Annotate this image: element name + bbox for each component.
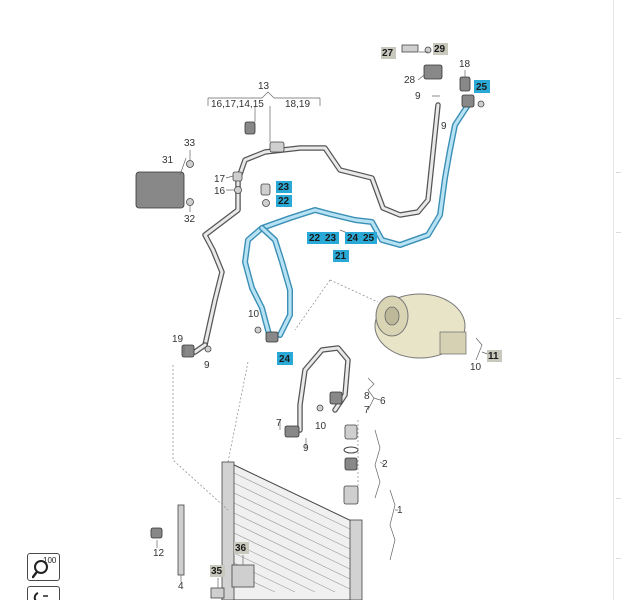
fitting-highlighted-top [461, 94, 475, 108]
clamp-part-28 [423, 64, 443, 80]
label-18: 18 [459, 59, 471, 70]
svg-text:11: 11 [488, 351, 499, 362]
cap-part-23 [260, 183, 271, 196]
label-32: 32 [184, 214, 196, 225]
label-31: 31 [162, 155, 174, 166]
svg-text:24: 24 [347, 233, 359, 244]
svg-text:22: 22 [278, 196, 290, 207]
service-valve-part [269, 141, 285, 153]
label-17: 17 [214, 174, 226, 185]
tag-27[interactable]: 27 [381, 47, 396, 59]
tag-21[interactable]: 21 [333, 250, 349, 262]
bolt-part-10-lower [316, 404, 324, 412]
label-8: 8 [364, 391, 370, 402]
bracket-part-31 [135, 171, 185, 209]
fitting-part-18 [459, 76, 471, 92]
zoom-level: 100 [43, 556, 57, 565]
tag-11[interactable]: 11 [487, 350, 502, 362]
rod-part-4 [177, 504, 185, 576]
tag-25-group[interactable]: 25 [361, 232, 377, 244]
bracket-part-36 [231, 564, 255, 588]
dryer-cap-part [344, 424, 358, 440]
label-13: 13 [258, 81, 270, 92]
label-28: 28 [404, 75, 416, 86]
label-16: 16 [214, 186, 226, 197]
cap-part-17 [232, 171, 243, 182]
label-6: 6 [380, 396, 386, 407]
label-10-middle: 10 [248, 309, 260, 320]
label-7-right: 7 [364, 405, 370, 416]
svg-text:24: 24 [279, 354, 291, 365]
label-4: 4 [178, 581, 184, 592]
bracket-part-27 [401, 44, 419, 53]
label-10-compressor: 10 [470, 362, 482, 373]
dryer-seal-part [343, 446, 359, 454]
zoom-fit-icon [33, 592, 48, 600]
nut-part-29 [424, 46, 432, 54]
zoom-100-button[interactable]: 100 [27, 553, 60, 581]
condenser-part-1[interactable] [221, 461, 363, 600]
valve-part-16 [234, 186, 242, 194]
label-2: 2 [382, 459, 388, 470]
leader-lines [156, 51, 491, 588]
dashed-guide-lines [172, 279, 379, 511]
tag-22-top[interactable]: 22 [276, 195, 292, 207]
label-1: 1 [397, 505, 403, 516]
fitting-part-8 [329, 391, 343, 405]
right-panel-edge [613, 0, 621, 600]
tag-35[interactable]: 35 [210, 565, 225, 577]
label-7-left: 7 [276, 418, 282, 429]
fitting-part-19 [181, 344, 195, 358]
svg-text:25: 25 [363, 233, 375, 244]
svg-text:22: 22 [309, 233, 321, 244]
tag-29[interactable]: 29 [433, 43, 448, 55]
svg-text:25: 25 [476, 82, 488, 93]
tag-23-top[interactable]: 23 [276, 181, 292, 193]
tag-22-group[interactable]: 22 [307, 232, 323, 244]
label-18-19-top: 18,19 [285, 99, 310, 110]
label-9-right: 9 [441, 121, 447, 132]
zoom-magnifier-icon [32, 560, 48, 579]
bolt-part-10-middle [254, 326, 262, 334]
tag-36[interactable]: 36 [234, 542, 249, 554]
svg-text:21: 21 [335, 251, 347, 262]
tag-24-lower[interactable]: 24 [277, 352, 293, 365]
label-9-top: 9 [415, 91, 421, 102]
label-19: 19 [172, 334, 184, 345]
svg-text:36: 36 [235, 543, 247, 554]
dryer-cartridge-part [344, 457, 358, 471]
svg-text:35: 35 [211, 566, 223, 577]
zoom-fit-button[interactable] [27, 586, 60, 600]
label-10-lower: 10 [315, 421, 327, 432]
compressor-part-11[interactable] [374, 293, 467, 359]
label-12: 12 [153, 548, 165, 559]
tag-24-group[interactable]: 24 [345, 232, 361, 244]
label-16-17-14-15: 16,17,14,15 [211, 99, 264, 110]
oring-part-25-top [477, 100, 485, 108]
svg-text:23: 23 [278, 182, 290, 193]
fitting-part-24 [265, 331, 279, 343]
bolt-part-9-left [204, 345, 212, 353]
cap-part-12 [150, 527, 163, 539]
valve-part-22 [262, 199, 270, 207]
svg-text:27: 27 [382, 48, 394, 59]
label-9-lower: 9 [303, 443, 309, 454]
svg-text:29: 29 [434, 44, 446, 55]
bolt-part-33 [186, 160, 194, 168]
pipe-highlighted-high-pressure[interactable] [242, 99, 473, 341]
fitting-part-7 [284, 425, 300, 438]
dryer-filter-part-2 [343, 485, 359, 505]
label-33: 33 [184, 138, 196, 149]
label-9-left: 9 [204, 360, 210, 371]
bolt-part-35 [210, 587, 225, 599]
svg-text:23: 23 [325, 233, 337, 244]
tag-23-group[interactable]: 23 [323, 232, 339, 244]
pressure-switch-part [244, 121, 256, 135]
nut-part-32 [186, 198, 194, 206]
tag-25-top[interactable]: 25 [474, 80, 490, 93]
pipe-condenser-line[interactable] [297, 345, 351, 433]
